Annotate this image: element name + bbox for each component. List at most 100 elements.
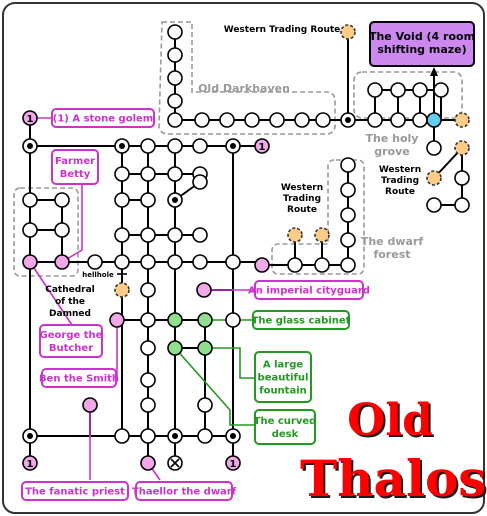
npc-farmer-betty-box: [51, 149, 99, 185]
room-node: [140, 227, 156, 243]
hellhole-exit: [114, 282, 130, 298]
room-node: [197, 397, 213, 413]
room-node: [426, 197, 442, 213]
teleport-label: 1: [27, 114, 34, 125]
npc-fanatic: [82, 397, 98, 413]
callout-fountain: [205, 347, 255, 379]
title-line-2: Thalos: [300, 449, 487, 508]
room-node: [167, 70, 183, 86]
npc-fanatic-priest: The fanatic priest: [25, 487, 125, 498]
room-node: [192, 174, 208, 190]
room-node: [114, 428, 130, 444]
room-node: [390, 112, 406, 128]
room-node: [219, 112, 235, 128]
teleport-label: 1: [27, 459, 34, 470]
callout-george: [29, 261, 73, 326]
npc-thaellor-dwarf-box: [135, 481, 233, 501]
teleport-se: [225, 455, 241, 471]
npc-george-butcher-box: [39, 324, 103, 358]
item-fountain-label-box: [254, 351, 312, 403]
room-node: [114, 227, 130, 243]
room-node: [167, 93, 183, 109]
room-node: [340, 232, 356, 248]
item-glass-cabinet-label-box: [252, 310, 350, 330]
marker-dot: [345, 117, 351, 123]
room-node: [287, 257, 303, 273]
room-node: [167, 166, 183, 182]
room-node: [167, 47, 183, 63]
room-node: [167, 112, 183, 128]
farm-outline: [13, 187, 79, 277]
room-node: [87, 254, 103, 270]
room-node: [294, 112, 310, 128]
marker-dot: [172, 433, 178, 439]
void-arrow: [430, 67, 438, 76]
npc-imperial-cityguard-box: [254, 280, 364, 300]
npc-ben: [109, 312, 125, 328]
exit-forest-1: [287, 227, 303, 243]
room-node: [197, 428, 213, 444]
old-darkhaven-outline: [158, 21, 336, 135]
room-node: [140, 166, 156, 182]
room-node: [340, 257, 356, 273]
npc-stone-golem: (1) A stone golem: [53, 114, 153, 125]
room-node: [314, 257, 330, 273]
item-glass-cabinet: [197, 312, 213, 328]
teleport-ne: [254, 138, 270, 154]
dwarf-forest-outline: [271, 159, 365, 275]
holy-grove-outline: [353, 71, 463, 119]
rooms: [22, 24, 470, 471]
room-node: [433, 82, 449, 98]
room-node: [315, 112, 331, 128]
item-fountain: [197, 340, 213, 356]
room-node: [22, 222, 38, 238]
room-node: [412, 82, 428, 98]
exit-forest-2: [314, 227, 330, 243]
room-node: [192, 138, 208, 154]
map-title: Old Thalos: [300, 392, 487, 508]
npc-thaellor: [140, 455, 156, 471]
room-node: [167, 227, 183, 243]
npc-fanatic-priest-box: [21, 481, 129, 501]
marker-dot: [119, 143, 125, 149]
room-node: [454, 170, 470, 186]
npc-imperial-cityguard: An imperial cityguard: [248, 286, 370, 297]
teleport-sw: [22, 455, 38, 471]
title-line-1: Old: [347, 395, 433, 446]
teleport-label: 1: [230, 459, 237, 470]
teleport-nw: [22, 110, 38, 126]
npc-george: [22, 254, 38, 270]
room-node: [140, 397, 156, 413]
callout-desk: [174, 347, 255, 426]
room-node: [194, 112, 210, 128]
npc-cityguard: [196, 282, 212, 298]
label-old-darkhaven: Old Darkhaven: [198, 82, 290, 95]
room-node: [412, 112, 428, 128]
room-node: [54, 192, 70, 208]
room-node: [340, 182, 356, 198]
npc-ben-smith: Ben the Smith: [39, 374, 119, 385]
room-node: [54, 222, 70, 238]
npc-betty: [54, 254, 70, 270]
room-node: [140, 372, 156, 388]
exit-western-top: [340, 24, 356, 40]
exit-grove-2: [454, 140, 470, 156]
holy-grove-room: [426, 112, 442, 128]
room-node: [454, 197, 470, 213]
room-node: [140, 138, 156, 154]
room-node: [114, 254, 130, 270]
room-node: [114, 166, 130, 182]
room-node: [140, 428, 156, 444]
room-node: [367, 82, 383, 98]
room-node: [367, 112, 383, 128]
marker-dot: [230, 143, 236, 149]
teleport-label: 1: [259, 142, 266, 153]
item-glass-cabinet-room: [167, 312, 183, 328]
item-curved-desk-label-box: [254, 409, 316, 445]
